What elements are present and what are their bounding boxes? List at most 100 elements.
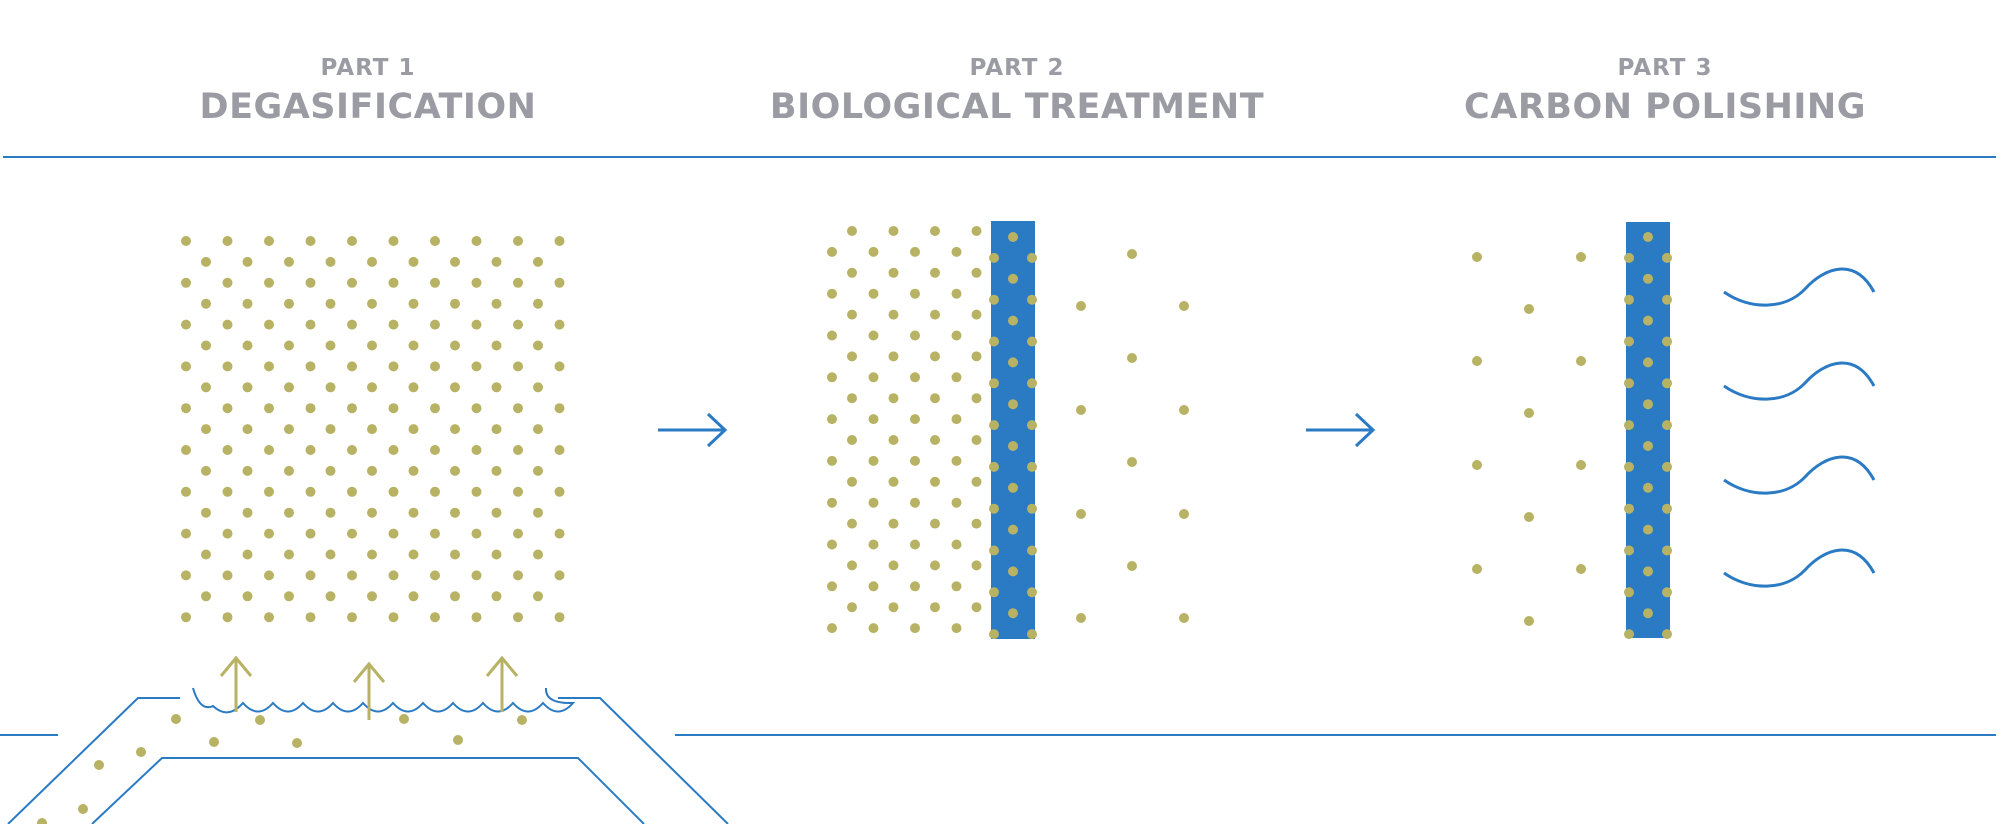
dot — [1576, 252, 1586, 262]
dot — [910, 497, 920, 508]
dot — [1008, 608, 1018, 619]
dot — [491, 298, 502, 309]
dot — [1624, 336, 1634, 347]
stage-2-header: PART 2 BIOLOGICAL TREATMENT — [667, 55, 1367, 127]
dot — [971, 309, 982, 320]
dot — [868, 330, 879, 341]
dot — [430, 236, 440, 246]
dot — [201, 507, 211, 518]
dot — [1643, 357, 1653, 368]
dot — [1027, 545, 1037, 556]
dot — [1076, 509, 1086, 519]
dot — [1624, 420, 1634, 431]
dot — [930, 267, 940, 278]
dot — [827, 623, 837, 634]
dot — [930, 309, 940, 320]
dot — [1472, 356, 1482, 366]
dot — [847, 351, 857, 362]
dot — [989, 336, 999, 347]
biofilter-bar-dots — [989, 232, 1037, 640]
dot — [325, 549, 336, 560]
dot — [388, 361, 399, 372]
dot — [388, 236, 399, 246]
dot — [1127, 561, 1137, 571]
carbon-bar-dots — [1624, 232, 1672, 640]
dot — [910, 330, 920, 341]
dot — [888, 476, 899, 487]
dot — [1472, 564, 1482, 574]
dot — [471, 236, 482, 246]
dot — [94, 760, 104, 770]
dot — [827, 414, 837, 425]
dot — [408, 507, 419, 518]
dot — [388, 277, 399, 288]
dot — [181, 570, 191, 581]
dot — [388, 403, 399, 414]
dot — [1624, 294, 1634, 305]
dot — [1624, 252, 1634, 263]
dot — [951, 623, 962, 634]
dot — [222, 277, 233, 288]
dot — [910, 372, 920, 383]
dot — [450, 256, 460, 267]
dot — [951, 246, 962, 257]
dot — [1662, 378, 1672, 389]
dot — [242, 340, 253, 351]
stage-1-part-label: PART 1 — [320, 55, 416, 81]
dot — [388, 612, 399, 623]
dot — [491, 340, 502, 351]
wave-icon — [1723, 548, 1876, 588]
dot — [1008, 357, 1018, 368]
dot — [305, 528, 316, 539]
dot — [910, 455, 920, 466]
dot — [1643, 482, 1653, 493]
dot — [1472, 460, 1482, 470]
dot — [181, 486, 191, 497]
dot — [554, 445, 565, 455]
dot — [242, 465, 253, 476]
dot — [989, 378, 999, 389]
dot — [491, 465, 502, 476]
dot — [471, 319, 482, 330]
dot — [325, 465, 336, 476]
dot — [450, 507, 460, 518]
dot — [471, 570, 482, 581]
dot — [325, 256, 336, 267]
dot — [181, 403, 191, 414]
dot — [1008, 524, 1018, 535]
dot — [888, 351, 899, 362]
dot — [951, 539, 962, 550]
dot — [471, 361, 482, 372]
dot — [1127, 249, 1137, 259]
dot — [1662, 461, 1672, 472]
dot — [930, 393, 940, 404]
dot — [888, 602, 899, 613]
dot — [554, 612, 565, 623]
clean-water-waves — [1723, 267, 1876, 588]
dot — [930, 518, 940, 529]
dot — [255, 715, 265, 725]
dot — [367, 298, 377, 309]
dot — [827, 288, 837, 299]
dot — [367, 340, 377, 351]
dot — [201, 591, 211, 602]
dot — [910, 623, 920, 634]
dot — [408, 465, 419, 476]
dot — [951, 455, 962, 466]
dot — [367, 256, 377, 267]
dot — [1643, 399, 1653, 410]
dot — [513, 319, 523, 330]
dot — [347, 277, 357, 288]
dot — [888, 560, 899, 571]
dot — [450, 298, 460, 309]
dot — [1027, 252, 1037, 263]
dot — [930, 602, 940, 613]
dot — [264, 486, 274, 497]
stage-1-title: DEGASIFICATION — [199, 87, 537, 127]
dot — [408, 424, 419, 435]
dot — [325, 424, 336, 435]
dot — [888, 518, 899, 529]
dot — [1127, 353, 1137, 363]
dot — [847, 518, 857, 529]
dot — [554, 528, 565, 539]
